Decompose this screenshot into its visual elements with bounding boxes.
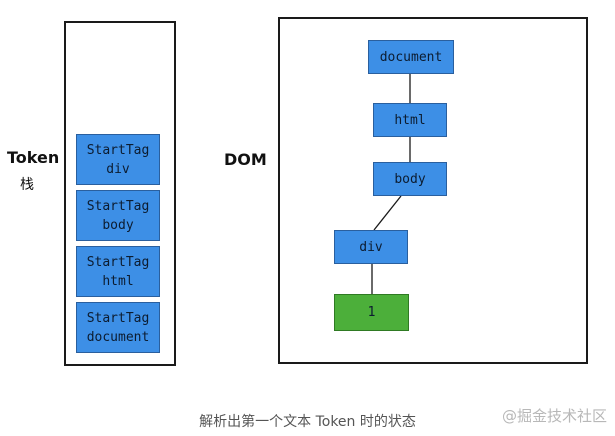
token-startag-document: StartTag document [76, 302, 160, 353]
dom-node-body: body [373, 162, 447, 196]
figure-caption: 解析出第一个文本 Token 时的状态 [199, 414, 416, 430]
token-type: StartTag [86, 198, 150, 214]
watermark: @掘金技术社区 [501, 407, 607, 425]
dom-node-html: html [373, 103, 447, 137]
token-type: StartTag [86, 310, 150, 326]
dom-label: DOM [224, 150, 267, 169]
token-stack-label: Token [7, 148, 60, 167]
stack-sublabel: 栈 [20, 177, 34, 193]
token-type: StartTag [86, 254, 150, 270]
dom-node-div: div [334, 230, 408, 264]
dom-text-node: 1 [334, 294, 409, 331]
token-startag-body: StartTag body [76, 190, 160, 241]
dom-node-document: document [368, 40, 454, 74]
token-name: html [102, 273, 134, 289]
token-name: div [106, 161, 130, 177]
token-type: StartTag [86, 142, 150, 158]
token-startag-html: StartTag html [76, 246, 160, 297]
token-startag-div: StartTag div [76, 134, 160, 185]
token-name: document [86, 329, 150, 345]
token-name: body [102, 217, 134, 233]
